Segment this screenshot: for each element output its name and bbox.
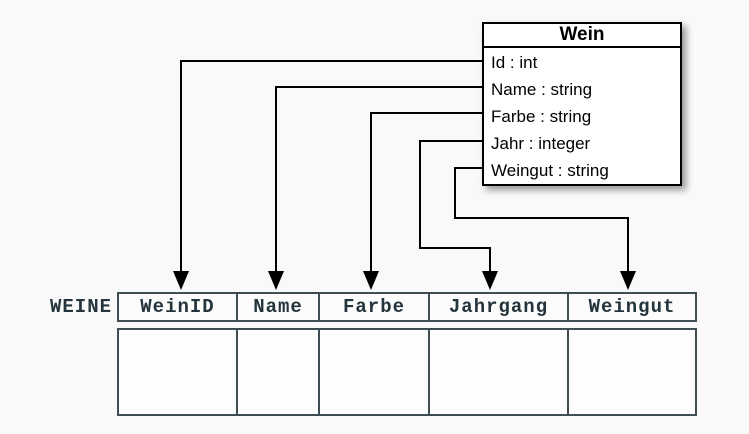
empty-cell-weingut: [569, 330, 695, 414]
table-name-label: WEINE: [49, 296, 112, 318]
uml-class-wein: Wein Id : int Name : string Farbe : stri…: [482, 22, 682, 186]
uml-attribute-jahr: Jahr : integer: [491, 134, 591, 153]
empty-cell-jahrgang: [430, 330, 569, 414]
connector-name-to-name: [268, 86, 482, 290]
connector-id-to-weinid: [173, 60, 482, 290]
uml-attribute-weingut: Weingut : string: [491, 161, 609, 180]
arrowhead-name: [268, 271, 284, 290]
empty-cell-name: [238, 330, 320, 414]
column-header-weingut: Weingut: [569, 294, 695, 320]
arrowhead-weingut: [620, 271, 636, 290]
column-header-farbe: Farbe: [320, 294, 430, 320]
table-empty-row: [117, 328, 697, 416]
column-header-weinid: WeinID: [119, 294, 238, 320]
column-header-jahrgang: Jahrgang: [430, 294, 569, 320]
connector-jahr-to-jahrgang: [419, 140, 498, 290]
empty-cell-weinid: [119, 330, 238, 414]
uml-attribute-farbe: Farbe : string: [491, 107, 592, 126]
uml-attribute-id: Id : int: [491, 53, 538, 72]
arrowhead-jahrgang: [482, 271, 498, 290]
uml-class-title: Wein: [484, 24, 680, 48]
arrowhead-farbe: [363, 271, 379, 290]
uml-attribute-name: Name : string: [491, 80, 593, 99]
connector-weingut-to-weingut: [454, 167, 636, 290]
empty-cell-farbe: [320, 330, 430, 414]
uml-class-attributes: Id : int Name : string Farbe : string Ja…: [484, 48, 680, 184]
arrowhead-weinid: [173, 271, 189, 290]
table-header-row: WeinID Name Farbe Jahrgang Weingut: [117, 292, 697, 322]
column-header-name: Name: [238, 294, 320, 320]
connector-farbe-to-farbe: [363, 112, 482, 290]
